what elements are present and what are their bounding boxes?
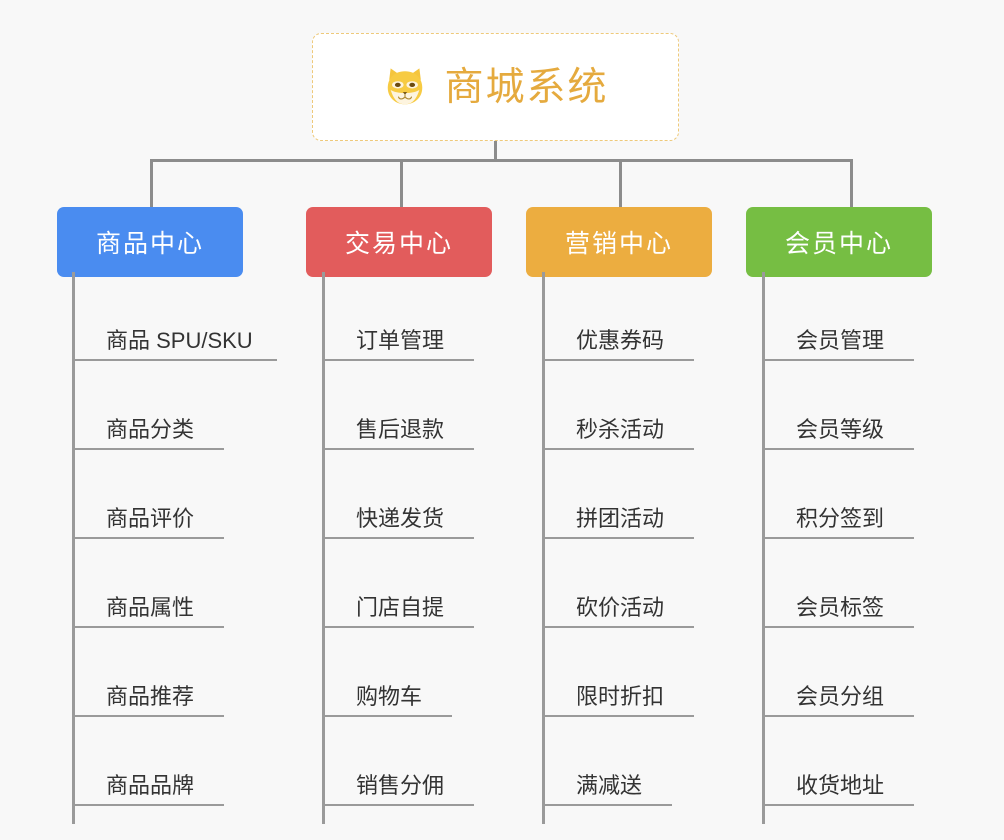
category-box-marketing-center[interactable]: 营销中心: [526, 207, 712, 277]
leaf-spine-trade-center: [322, 272, 325, 824]
connector-drop-member: [850, 159, 853, 207]
connector-root-drop: [494, 141, 497, 159]
connector-drop-trade: [400, 159, 403, 207]
leaf-item-1[interactable]: 秒杀活动: [542, 361, 694, 450]
leaf-label: 会员标签: [796, 594, 885, 620]
connector-horizontal-bus: [150, 159, 853, 162]
leaf-item-1[interactable]: 售后退款: [322, 361, 474, 450]
leaf-label: 商品推荐: [106, 683, 195, 709]
leaf-label: 门店自提: [356, 594, 445, 620]
leaf-item-4[interactable]: 限时折扣: [542, 628, 694, 717]
leaf-item-1[interactable]: 会员等级: [762, 361, 914, 450]
leaf-label: 积分签到: [796, 505, 885, 531]
leaf-item-2[interactable]: 积分签到: [762, 450, 914, 539]
leaf-label: 会员分组: [796, 683, 885, 709]
leaf-item-3[interactable]: 砍价活动: [542, 539, 694, 628]
leaf-label: 销售分佣: [356, 772, 445, 798]
leaf-label: 快递发货: [356, 505, 445, 531]
leaf-item-4[interactable]: 购物车: [322, 628, 452, 717]
leaf-label: 秒杀活动: [576, 416, 665, 442]
leaf-label: 满减送: [576, 772, 643, 798]
leaf-item-0[interactable]: 订单管理: [322, 272, 474, 361]
connector-drop-product: [150, 159, 153, 207]
category-box-member-center[interactable]: 会员中心: [746, 207, 932, 277]
leaf-item-0[interactable]: 会员管理: [762, 272, 914, 361]
leaf-item-2[interactable]: 拼团活动: [542, 450, 694, 539]
leaf-item-5[interactable]: 收货地址: [762, 717, 914, 806]
leaf-label: 限时折扣: [576, 683, 665, 709]
leaf-label: 购物车: [356, 683, 423, 709]
leaf-label: 收货地址: [796, 772, 885, 798]
leaf-label: 拼团活动: [576, 505, 665, 531]
leaf-label: 售后退款: [356, 416, 445, 442]
category-label-product-center: 商品中心: [95, 230, 204, 258]
leaf-spine-member-center: [762, 272, 765, 824]
leaf-spine-product-center: [72, 272, 75, 824]
leaf-item-2[interactable]: 商品评价: [72, 450, 224, 539]
leaf-item-4[interactable]: 会员分组: [762, 628, 914, 717]
leaf-item-5[interactable]: 商品品牌: [72, 717, 224, 806]
category-box-trade-center[interactable]: 交易中心: [306, 207, 492, 277]
leaf-label: 订单管理: [356, 327, 445, 353]
leaf-label: 商品分类: [106, 416, 195, 442]
leaf-label: 商品评价: [106, 505, 195, 531]
leaf-item-3[interactable]: 门店自提: [322, 539, 474, 628]
root-title: 商城系统: [444, 65, 609, 109]
leaf-item-5[interactable]: 满减送: [542, 717, 672, 806]
leaf-item-4[interactable]: 商品推荐: [72, 628, 224, 717]
leaf-item-3[interactable]: 商品属性: [72, 539, 224, 628]
leaf-label: 会员管理: [796, 327, 885, 353]
leaf-label: 砍价活动: [576, 594, 665, 620]
leaf-label: 会员等级: [796, 416, 885, 442]
leaf-label: 商品品牌: [106, 772, 195, 798]
leaf-item-1[interactable]: 商品分类: [72, 361, 224, 450]
leaf-label: 优惠券码: [576, 327, 665, 353]
category-label-marketing-center: 营销中心: [564, 230, 673, 258]
connector-drop-marketing: [619, 159, 622, 207]
leaf-spine-marketing-center: [542, 272, 545, 824]
leaf-item-0[interactable]: 商品 SPU/SKU: [72, 272, 277, 361]
category-label-trade-center: 交易中心: [344, 230, 453, 258]
leaf-item-5[interactable]: 销售分佣: [322, 717, 474, 806]
leaf-item-3[interactable]: 会员标签: [762, 539, 914, 628]
category-label-member-center: 会员中心: [784, 230, 893, 258]
category-box-product-center[interactable]: 商品中心: [57, 207, 243, 277]
shiba-dog-face-icon: [382, 64, 428, 110]
root-node[interactable]: 商城系统: [312, 33, 679, 141]
leaf-item-0[interactable]: 优惠券码: [542, 272, 694, 361]
leaf-label: 商品 SPU/SKU: [106, 327, 253, 353]
leaf-item-2[interactable]: 快递发货: [322, 450, 474, 539]
leaf-label: 商品属性: [106, 594, 195, 620]
